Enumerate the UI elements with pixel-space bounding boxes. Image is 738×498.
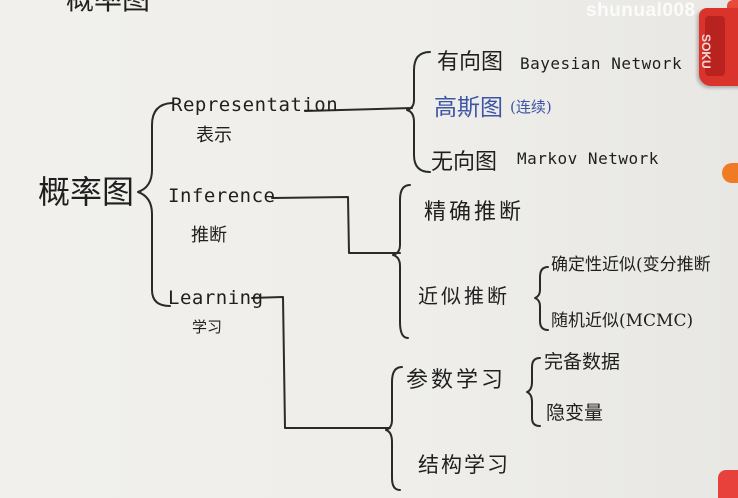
- inference-label: Inference: [168, 185, 276, 207]
- learning-cn-label: 学习: [192, 318, 223, 336]
- complete-data-label: 完备数据: [544, 351, 621, 373]
- exact-inference-label: 精确推断: [424, 200, 525, 225]
- gaussian-graph-label: 高斯图: [434, 95, 503, 121]
- top-title-fragment: 概率图: [66, 0, 150, 14]
- channel-watermark: shunual008: [586, 0, 696, 21]
- deterministic-approx-label: 确定性近似(变分推断: [551, 255, 711, 275]
- continuous-note: (连续): [510, 98, 552, 116]
- inference-connector: [271, 196, 401, 254]
- directed-graph-label: 有向图: [437, 50, 504, 75]
- whiteboard-eraser: SOKU: [699, 8, 738, 86]
- root-brace: [137, 102, 173, 307]
- inference-brace: [392, 184, 411, 339]
- inference-cn-label: 推断: [191, 225, 227, 246]
- parameter-brace: [526, 357, 541, 427]
- representation-connector: [304, 107, 413, 112]
- bayesian-network-label: Bayesian Network: [520, 54, 683, 73]
- random-approx-label: 随机近似(MCMC): [551, 311, 694, 331]
- approx-brace: [534, 266, 549, 331]
- orange-magnet: [722, 163, 738, 183]
- markov-network-label: Markov Network: [517, 149, 659, 168]
- learning-label: Learning: [168, 287, 264, 309]
- representation-brace: [406, 51, 431, 173]
- hidden-variable-label: 隐变量: [546, 402, 604, 424]
- undirected-graph-label: 无向图: [431, 150, 498, 175]
- bottom-magnet: [718, 470, 738, 498]
- structure-learning-label: 结构学习: [418, 453, 510, 477]
- representation-label: Representation: [171, 94, 339, 116]
- root-node: 概率图: [38, 173, 135, 211]
- representation-cn-label: 表示: [196, 125, 232, 146]
- eraser-felt: [705, 16, 725, 76]
- eraser-brand-label: SOKU: [699, 34, 713, 69]
- learning-connector: [251, 296, 391, 429]
- approx-inference-label: 近似推断: [418, 284, 510, 308]
- learning-brace: [385, 366, 403, 491]
- parameter-learning-label: 参数学习: [406, 368, 507, 393]
